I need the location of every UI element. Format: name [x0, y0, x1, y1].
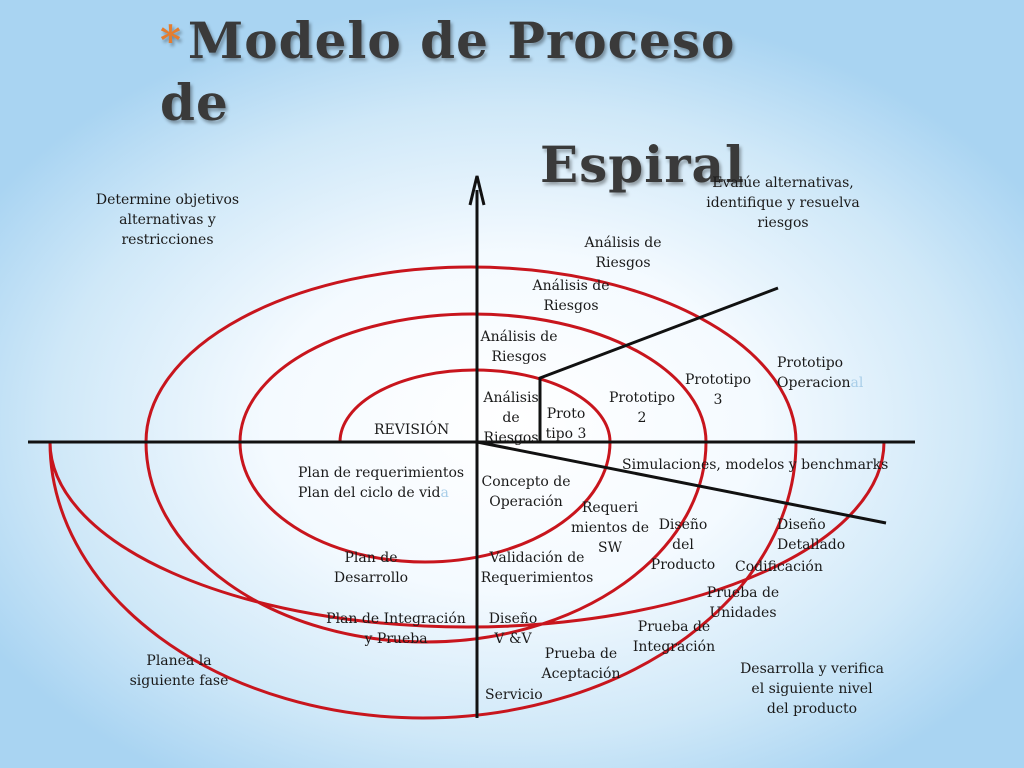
- title-line-2: Espiral: [540, 135, 745, 194]
- integration-test-label: Prueba de Integración: [632, 619, 716, 655]
- coding-label: Codificación: [735, 559, 823, 575]
- development-plan-label: Plan de Desarrollo: [333, 550, 409, 586]
- sw-requirements-label: Requeri mientos de SW: [571, 500, 649, 556]
- slide-title: *Modelo de Proceso de Espiral: [160, 10, 780, 196]
- simulations-label: Simulaciones, modelos y benchmarks: [622, 457, 889, 473]
- title-line-1: Modelo de Proceso de: [160, 11, 736, 132]
- axis-arrowhead: [468, 175, 486, 206]
- prototype-2-label: Prototipo 2: [608, 390, 676, 426]
- quadrant-label-develop: Desarrolla y verifica el siguiente nivel…: [740, 661, 884, 717]
- operational-prototype-faded: al: [850, 375, 864, 391]
- unit-test-label: Prueba de Unidades: [706, 585, 780, 621]
- requirements-plan-faded: a: [440, 485, 449, 501]
- requirements-validation-label: Validación de Requerimientos: [480, 550, 594, 586]
- risk-analysis-label-2: Análisis de Riesgos: [532, 278, 610, 314]
- requirements-plan-main: Plan de requerimientos Plan del ciclo de…: [298, 465, 465, 501]
- concept-operation-label: Concepto de Operación: [481, 474, 571, 510]
- requirements-plan-label: Plan de requerimientos Plan del ciclo de…: [298, 463, 478, 503]
- prototype-3-label: Prototipo 3: [684, 372, 752, 408]
- prototype-1-label: Proto tipo 3: [545, 406, 587, 442]
- divider-lines: [476, 286, 887, 525]
- risk-analysis-label-1: Análisis de Riesgos: [584, 235, 662, 271]
- risk-analysis-label-3: Análisis de Riesgos: [480, 329, 558, 365]
- design-vv-label: Diseño V &V: [488, 611, 538, 647]
- acceptance-test-label: Prueba de Aceptación: [541, 646, 621, 682]
- prototype-divider-line: [538, 286, 779, 442]
- risk-analysis-label-4: Análisis de Riesgos: [483, 390, 539, 446]
- quadrant-label-objectives: Determine objetivos alternativas y restr…: [95, 192, 240, 248]
- operational-prototype-label: Prototipo Operacional: [777, 353, 887, 393]
- operational-prototype-main: Prototipo Operacion: [777, 355, 851, 391]
- service-label: Servicio: [485, 687, 543, 703]
- detailed-design-label: Diseño Detallado: [777, 517, 846, 553]
- title-bullet: *: [160, 17, 182, 64]
- integration-plan-label: Plan de Integración y Prueba: [326, 611, 466, 647]
- quadrant-label-evaluate: Evalúe alternativas, identifique y resue…: [706, 175, 860, 231]
- axes: [28, 175, 915, 718]
- product-design-label: Diseño del Producto: [650, 517, 716, 573]
- revision-label: REVISIÓN: [374, 422, 450, 438]
- product-divider-line: [476, 440, 887, 525]
- quadrant-label-plan-next: Planea la siguiente fase: [129, 653, 229, 689]
